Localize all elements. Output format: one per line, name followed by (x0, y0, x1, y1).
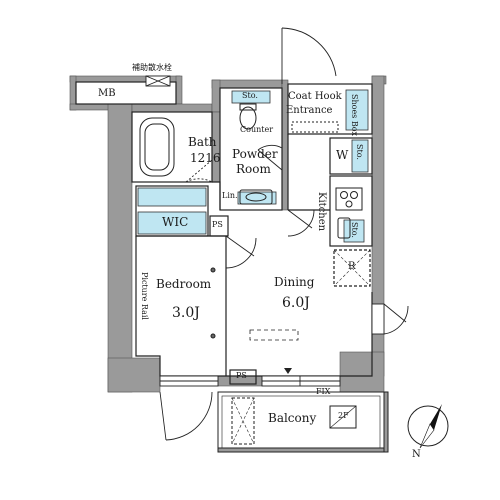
bath-door (185, 159, 213, 183)
walls (69, 75, 387, 393)
sto-w-fill (351, 139, 369, 173)
north-arrow (407, 404, 449, 449)
bathtub (139, 117, 175, 177)
label-w: W (336, 148, 349, 162)
label-r: R (348, 261, 356, 272)
bath-room-outline (131, 111, 213, 183)
label-entrance: Entrance (286, 105, 333, 116)
entry-step (291, 121, 339, 133)
shoes-box-fill (345, 89, 369, 131)
wic-shelf-top (137, 187, 207, 207)
label-dining: Dining (274, 275, 315, 289)
sto-top-fill (231, 90, 271, 104)
fixtures (139, 103, 363, 339)
windows (159, 375, 341, 387)
label-dining-size: 6.0J (282, 295, 310, 311)
toilet (239, 106, 257, 130)
wall-top-powder (211, 79, 283, 89)
storage-fills (137, 89, 369, 243)
balcony-hatch (231, 397, 255, 445)
label-north: N (412, 449, 421, 460)
label-wic: WIC (162, 215, 189, 229)
wall-left-base (107, 357, 161, 393)
label-sto-kitchen: Sto. (350, 222, 359, 238)
balcony-area (217, 391, 389, 453)
balcony-door-leaf (159, 391, 167, 441)
sprinkler-marker (145, 75, 171, 87)
label-picture-rail: Picture Rail (140, 272, 149, 320)
label-sto-top: Sto. (242, 91, 258, 100)
label-mb: MB (98, 88, 116, 99)
label-coat-hook: Coat Hook (288, 91, 342, 102)
label-bedroom: Bedroom (156, 277, 212, 291)
label-bath-size: 1216 (190, 151, 221, 165)
stove (335, 187, 363, 211)
basin (239, 189, 273, 205)
main-outline (135, 236, 373, 377)
wall-left-powder (211, 79, 221, 113)
wall-left-outer (107, 103, 133, 393)
wall-right-base (339, 351, 385, 393)
side-door-leaf (383, 303, 407, 323)
label-sto-w: Sto. (355, 144, 364, 160)
label-lin: Lin. (222, 191, 238, 200)
mb-box (75, 81, 177, 105)
label-ps-wic: PS (212, 220, 223, 229)
fridge-space (333, 249, 371, 287)
wic-shelf-bottom (137, 211, 207, 235)
kitchen-sink (337, 217, 351, 239)
wall-top-bath (131, 103, 213, 113)
label-counter: Counter (240, 125, 274, 134)
washer-space (329, 137, 373, 175)
label-powder-room-1: Powder (232, 147, 278, 161)
arrow-indicator (284, 368, 292, 374)
sto-kitchen-fill (343, 219, 365, 243)
label-2f: 2F (338, 411, 349, 420)
label-kitchen: Kitchen (316, 192, 327, 232)
label-ps-bottom: PS (236, 371, 247, 380)
ps-bottom-box (229, 369, 257, 385)
powder-door-leaf (257, 149, 283, 171)
entrance-outline (287, 83, 373, 135)
kitchen-counter (329, 175, 373, 247)
doors (159, 27, 409, 441)
label-balcony: Balcony (268, 411, 317, 425)
label-powder-room-2: Room (236, 162, 271, 176)
label-shoes-box: Shoes Box (350, 94, 359, 137)
label-sprinkler-valve: 補助散水栓 (132, 63, 172, 72)
bedroom-door-leaf (225, 235, 255, 257)
label-fix: FIX (316, 387, 331, 396)
label-bath: Bath (188, 135, 217, 149)
lin-fill (237, 191, 277, 205)
label-bedroom-size: 3.0J (172, 305, 200, 321)
dining-door-leaf (287, 209, 313, 229)
interior-lines (75, 81, 373, 385)
powder-room-outline (219, 87, 283, 211)
